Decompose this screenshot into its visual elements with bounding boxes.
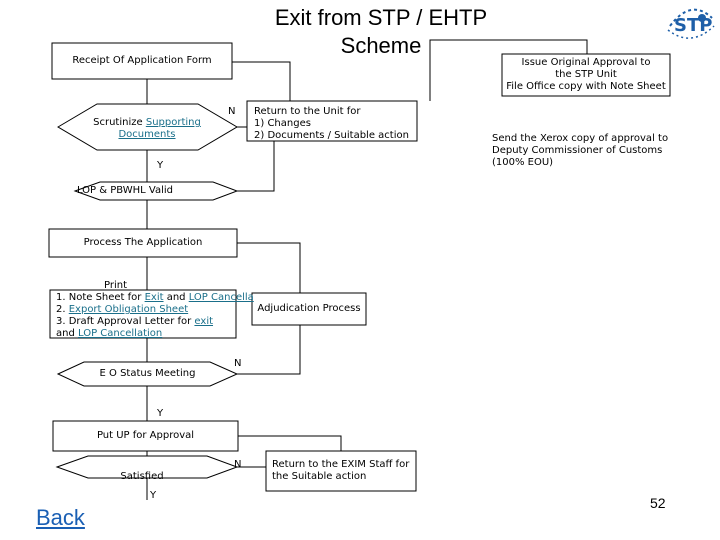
return-unit-line-2: 1) Changes [254, 118, 311, 129]
issue-original-line-2: the STP Unit [555, 69, 617, 80]
issue-original-line-1: Issue Original Approval to [521, 57, 651, 68]
print-1-and: and [163, 292, 189, 303]
page-title: Exit from STP / EHTP Scheme [274, 5, 488, 58]
satisfied-label: Satisfied [120, 471, 164, 482]
issue-original-line-3: File Office copy with Note Sheet [506, 81, 666, 92]
label-y-scrutinize: Y [157, 160, 164, 171]
export-obligation-link[interactable]: Export Obligation Sheet [68, 304, 189, 315]
print-heading: Print [104, 280, 128, 291]
print-1-text: 1. Note Sheet for [56, 292, 145, 303]
send-xerox-line-3: (100% EOU) [492, 157, 554, 168]
documents-link[interactable]: Documents [118, 129, 176, 140]
print-line-2: 2. Export Obligation Sheet [56, 304, 188, 316]
return-unit-line-1: Return to the Unit for [254, 106, 361, 117]
issue-original-box [501, 53, 671, 97]
receipt-box [51, 42, 233, 80]
print-line-1: 1. Note Sheet for Exit and LOP Cancella [56, 292, 254, 304]
lop-cancellation-link-2[interactable]: LOP Cancellation [78, 328, 163, 339]
print-2-text: 2. [56, 304, 69, 315]
receipt-label: Receipt Of Application Form [72, 55, 212, 66]
adjudication-box [251, 292, 367, 326]
put-up-label: Put UP for Approval [96, 430, 195, 441]
return-exim-line-1: Return to the EXIM Staff for [272, 459, 410, 470]
label-y-satisfied: Y [150, 490, 157, 501]
process-label: Process The Application [83, 237, 203, 248]
label-y-eo: Y [157, 408, 164, 419]
lop-cancellation-link-1[interactable]: LOP Cancella [188, 292, 254, 303]
stp-logo-text: STP [674, 15, 713, 36]
eo-status-label: E O Status Meeting [99, 368, 196, 379]
return-unit-box [246, 100, 418, 142]
label-n-satisfied: N [234, 459, 242, 470]
lop-valid-label: LOP & PBWHL Valid [76, 185, 174, 196]
print-box [49, 289, 237, 339]
back-link[interactable]: Back [36, 505, 85, 530]
stp-logo-icon [667, 8, 715, 39]
print-line-3: 3. Draft Approval Letter for exit [56, 316, 213, 328]
put-up-box [52, 420, 239, 452]
scrutinize-text: Scrutinize [93, 117, 146, 128]
send-xerox-line-2: Deputy Commissioner of Customs [492, 145, 663, 156]
return-exim-line-2: the Suitable action [272, 471, 367, 482]
return-unit-line-3: 2) Documents / Suitable action [254, 130, 409, 141]
print-line-4: and LOP Cancellation [56, 328, 162, 340]
print-4-text: and [56, 328, 78, 339]
label-n-scrutinize: N [228, 106, 236, 117]
page-number: 52 [650, 495, 666, 511]
supporting-link[interactable]: Supporting [145, 117, 201, 128]
stp-logo: STP [664, 4, 718, 44]
exit-link[interactable]: Exit [144, 292, 164, 303]
label-n-eo: N [234, 358, 242, 369]
print-3-text: 3. Draft Approval Letter for [56, 316, 195, 327]
exit-link-2[interactable]: exit [194, 316, 214, 327]
adjudication-label: Adjudication Process [257, 303, 361, 314]
send-xerox-line-1: Send the Xerox copy of approval to [492, 133, 669, 144]
scrutinize-label: Scrutinize Supporting Documents [72, 117, 222, 141]
